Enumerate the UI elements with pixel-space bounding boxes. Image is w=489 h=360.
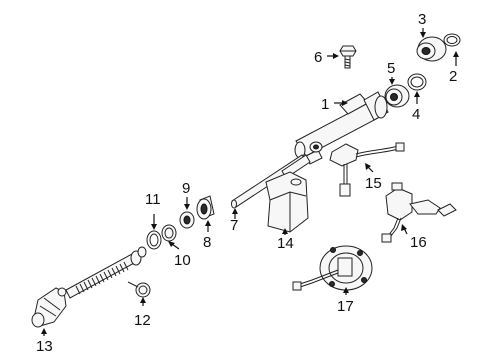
callout-12-label: 12 xyxy=(134,312,151,329)
part-2-snap-ring xyxy=(443,33,461,47)
callout-4: 4 xyxy=(412,91,420,123)
callout-15-label: 15 xyxy=(365,175,382,192)
part-4-ring xyxy=(407,73,427,91)
intermediate-shaft xyxy=(65,246,147,299)
part-10-ring xyxy=(161,224,177,242)
callout-13-label: 13 xyxy=(36,338,53,355)
part-16-combination-switch xyxy=(381,182,457,243)
part-9-washer xyxy=(179,211,195,229)
callout-14-label: 14 xyxy=(277,235,294,252)
callout-16-label: 16 xyxy=(410,234,427,251)
callout-8: 8 xyxy=(203,220,211,251)
part-14-lower-cover xyxy=(265,171,309,233)
callout-6-label: 6 xyxy=(314,49,322,66)
callout-1-label: 1 xyxy=(321,96,329,113)
callout-3-label: 3 xyxy=(418,11,426,28)
callout-12: 12 xyxy=(134,297,151,329)
spline-ridges xyxy=(75,261,129,295)
callout-4-label: 4 xyxy=(412,106,420,123)
callout-17-label: 17 xyxy=(337,298,354,315)
part-12-bolt xyxy=(127,281,151,298)
part-3-bearing-cap xyxy=(416,36,447,62)
callout-11: 11 xyxy=(145,191,161,230)
callout-17: 17 xyxy=(337,287,354,315)
callout-15: 15 xyxy=(365,163,382,192)
part-8-sleeve xyxy=(196,195,215,220)
part-17-clock-spring xyxy=(292,245,373,291)
callout-2-label: 2 xyxy=(449,68,457,85)
part-6-bolt xyxy=(339,45,357,69)
callout-5: 5 xyxy=(387,60,395,85)
callout-14: 14 xyxy=(277,228,294,252)
callout-16: 16 xyxy=(401,224,427,251)
callout-6: 6 xyxy=(314,49,339,66)
callout-5-label: 5 xyxy=(387,60,395,77)
callout-11-label: 11 xyxy=(145,191,161,208)
part-11-clip xyxy=(146,230,162,250)
part-15-switch xyxy=(329,142,405,197)
callout-13: 13 xyxy=(36,328,53,355)
callout-2: 2 xyxy=(449,51,459,85)
callout-10: 10 xyxy=(168,241,191,269)
callout-10-label: 10 xyxy=(174,252,191,269)
callout-7-label: 7 xyxy=(230,217,238,234)
callout-9-label: 9 xyxy=(182,180,190,197)
callout-1: 1 xyxy=(321,96,348,113)
part-13-boot xyxy=(31,287,67,328)
part-5-bearing xyxy=(384,84,410,108)
part-1-column-housing xyxy=(294,91,389,165)
callout-7: 7 xyxy=(230,208,238,234)
callout-9: 9 xyxy=(182,180,190,210)
callout-8-label: 8 xyxy=(203,234,211,251)
callout-3: 3 xyxy=(418,11,426,38)
